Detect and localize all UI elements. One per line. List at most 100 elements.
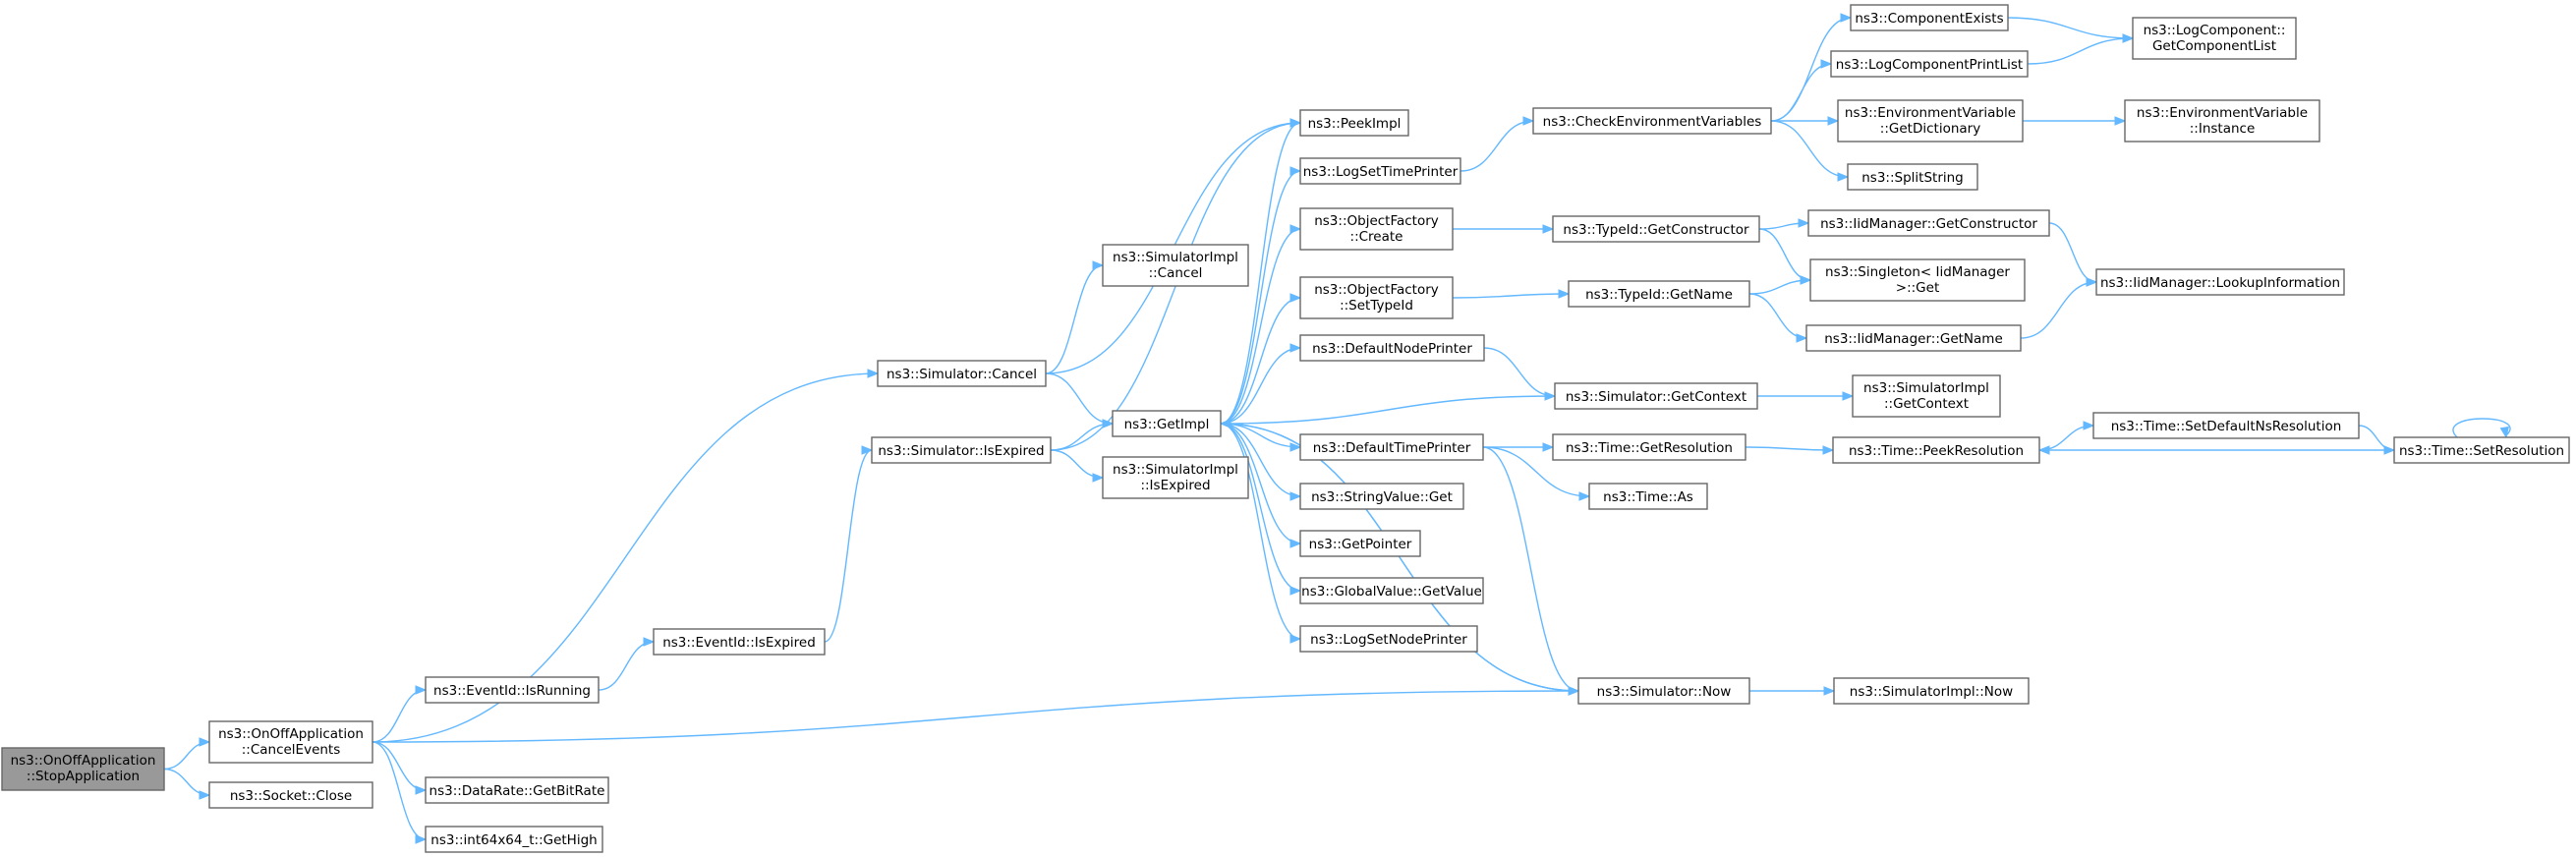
function-node-implisexpired[interactable]: ns3::SimulatorImpl::IsExpired <box>1102 456 1249 499</box>
function-node-gvgetvalue[interactable]: ns3::GlobalValue::GetValue <box>1299 577 1484 604</box>
function-node-socketclose[interactable]: ns3::Socket::Close <box>208 781 373 809</box>
edge-line <box>2007 17 2134 39</box>
node-label: GetComponentList <box>2152 38 2276 54</box>
node-label: ns3::OnOffApplication <box>11 753 156 769</box>
node-box <box>1833 677 2030 705</box>
edge-line <box>1745 446 1834 451</box>
function-node-getpointer[interactable]: ns3::GetPointer <box>1299 530 1421 557</box>
node-label: ns3::GlobalValue::GetValue <box>1301 584 1482 600</box>
function-node-iidlookup[interactable]: ns3::IidManager::LookupInformation <box>2095 268 2345 296</box>
function-node-logcompgetlist[interactable]: ns3::LogComponent::GetComponentList <box>2132 17 2297 60</box>
function-node-timepeekres[interactable]: ns3::Time::PeekResolution <box>1832 436 2040 464</box>
function-node-timegetres[interactable]: ns3::Time::GetResolution <box>1552 433 1746 461</box>
function-node-checkenv[interactable]: ns3::CheckEnvironmentVariables <box>1532 107 1772 135</box>
node-box <box>1299 483 1464 510</box>
node-box <box>1112 410 1222 437</box>
function-node-ofsettypeid[interactable]: ns3::ObjectFactory::SetTypeId <box>1299 276 1454 319</box>
edge-arrowhead <box>1842 391 1855 401</box>
edge-line <box>1220 423 1301 592</box>
edge-arrowhead <box>415 685 428 695</box>
node-label: >::Get <box>1896 280 1939 296</box>
function-node-deftimeprinter[interactable]: ns3::DefaultTimePrinter <box>1299 433 1484 461</box>
function-node-stopapp[interactable]: ns3::OnOffApplication::StopApplication <box>1 747 165 791</box>
function-node-typeidgetname[interactable]: ns3::TypeId::GetName <box>1568 280 1750 308</box>
edge-line <box>1220 423 1301 640</box>
edge-arrowhead <box>2499 426 2509 439</box>
function-node-singletonget[interactable]: ns3::Singleton< IidManager>::Get <box>1809 258 2026 302</box>
function-node-envinstance[interactable]: ns3::EnvironmentVariable::Instance <box>2124 99 2320 143</box>
function-node-simnow[interactable]: ns3::Simulator::Now <box>1577 677 1750 705</box>
node-box <box>208 781 373 809</box>
node-label: ns3::EnvironmentVariable <box>2137 105 2308 121</box>
edge-line <box>1483 347 1556 397</box>
function-node-stringvalget[interactable]: ns3::StringValue::Get <box>1299 483 1464 510</box>
edge-arrowhead <box>1289 442 1302 452</box>
edge-getimpl-to-ofsettypeid <box>1220 293 1302 425</box>
function-node-typeidgetctor[interactable]: ns3::TypeId::GetConstructor <box>1552 215 1760 243</box>
edge-logcompprint-to-logcompgetlist <box>2027 33 2135 65</box>
edge-arrowhead <box>2086 277 2098 287</box>
function-node-getbitrate[interactable]: ns3::DataRate::GetBitRate <box>425 776 609 804</box>
function-node-timesetdefault[interactable]: ns3::Time::SetDefaultNsResolution <box>2092 412 2360 439</box>
edge-typeidgetctor-to-iidgetctor <box>1758 218 1810 230</box>
function-node-ofcreate[interactable]: ns3::ObjectFactory::Create <box>1299 207 1454 251</box>
edge-arrowhead <box>1289 539 1302 548</box>
node-box <box>2092 412 2360 439</box>
function-node-iidgetname[interactable]: ns3::IidManager::GetName <box>1805 324 2022 352</box>
function-node-logsetnode[interactable]: ns3::LogSetNodePrinter <box>1299 625 1478 653</box>
edge-arrowhead <box>1820 59 1833 69</box>
node-box <box>1299 433 1484 461</box>
edge-arrowhead <box>643 637 656 647</box>
edge-simgetcontext-to-getimpl <box>1219 395 1556 428</box>
edge-arrowhead <box>1823 686 1836 696</box>
function-node-splitstring[interactable]: ns3::SplitString <box>1847 163 1978 191</box>
function-node-simisexpired[interactable]: ns3::Simulator::IsExpired <box>871 436 1052 464</box>
function-node-defnodeprinter[interactable]: ns3::DefaultNodePrinter <box>1299 334 1485 362</box>
node-label: ns3::Simulator::Cancel <box>887 367 1037 382</box>
node-label: ns3::TypeId::GetConstructor <box>1563 222 1749 238</box>
edge-line <box>372 690 1579 743</box>
edge-line <box>824 449 873 643</box>
edge-line <box>1758 228 1811 281</box>
edge-arrowhead <box>1827 116 1840 126</box>
node-label: ns3::TypeId::GetName <box>1585 287 1733 303</box>
function-node-logcompprint[interactable]: ns3::LogComponentPrintList <box>1830 50 2029 78</box>
function-node-iidgetctor[interactable]: ns3::IidManager::GetConstructor <box>1807 209 2050 237</box>
function-nodes: ns3::OnOffApplication::StopApplicationns… <box>1 4 2570 853</box>
edge-line <box>1460 120 1534 172</box>
edge-getimpl-to-logsettime <box>1220 166 1302 425</box>
edge-typeidgetname-to-iidgetname <box>1748 293 1808 343</box>
edge-line <box>2358 425 2395 451</box>
function-node-simgetcontext[interactable]: ns3::Simulator::GetContext <box>1554 382 1758 410</box>
edge-arrowhead <box>1796 333 1808 343</box>
node-box <box>871 436 1052 464</box>
node-label: ns3::Simulator::GetContext <box>1566 389 1746 405</box>
node-box <box>1552 433 1746 461</box>
function-node-logsettime[interactable]: ns3::LogSetTimePrinter <box>1299 157 1461 185</box>
node-box <box>1847 163 1978 191</box>
edge-deftimeprinter-to-simnow <box>1482 446 1580 696</box>
node-box <box>1299 334 1485 362</box>
function-node-getimpl[interactable]: ns3::GetImpl <box>1112 410 1222 437</box>
edge-cancelevents-to-simcancel <box>372 369 880 743</box>
function-node-cancelevents[interactable]: ns3::OnOffApplication::CancelEvents <box>208 720 373 764</box>
node-box <box>1830 50 2029 78</box>
function-node-timesetres[interactable]: ns3::Time::SetResolution <box>2393 436 2570 464</box>
edge-line <box>372 741 427 791</box>
function-node-timeas[interactable]: ns3::Time::As <box>1588 483 1708 510</box>
function-node-peekimpl[interactable]: ns3::PeekImpl <box>1299 109 1409 137</box>
function-node-implnow[interactable]: ns3::SimulatorImpl::Now <box>1833 677 2030 705</box>
function-node-eventexpired[interactable]: ns3::EventId::IsExpired <box>653 628 826 656</box>
function-node-simcancel[interactable]: ns3::Simulator::Cancel <box>877 360 1047 387</box>
function-node-implcancel[interactable]: ns3::SimulatorImpl::Cancel <box>1102 244 1249 287</box>
function-node-compexists[interactable]: ns3::ComponentExists <box>1850 4 2009 31</box>
node-box <box>1552 215 1760 243</box>
function-node-implgetcontext[interactable]: ns3::SimulatorImpl::GetContext <box>1852 374 2001 418</box>
function-node-eventrunning[interactable]: ns3::EventId::IsRunning <box>425 676 600 704</box>
edge-getimpl-to-peekimpl <box>1220 118 1302 425</box>
function-node-envgetdict[interactable]: ns3::EnvironmentVariable::GetDictionary <box>1837 99 2024 143</box>
function-node-gethigh[interactable]: ns3::int64x64_t::GetHigh <box>425 826 603 853</box>
edge-cancelevents-to-getbitrate <box>372 741 428 795</box>
edge-line <box>1220 423 1301 544</box>
